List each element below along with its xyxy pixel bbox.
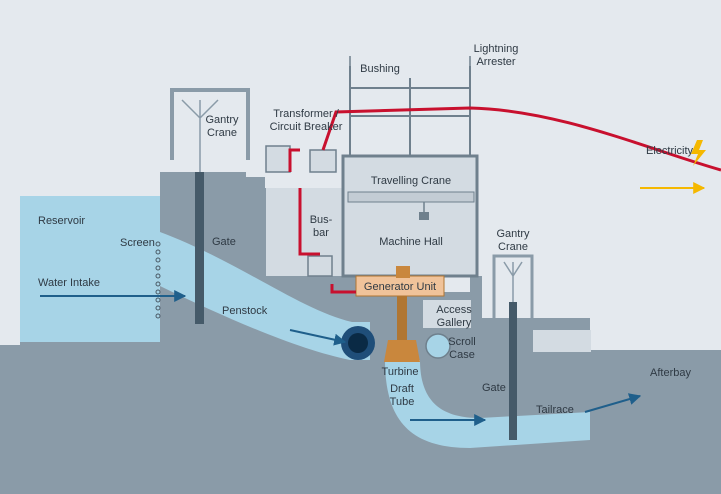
tailrace-chamber: [533, 330, 591, 352]
lightning-arrester: [349, 56, 471, 66]
busbar-transformer: [307, 255, 333, 277]
label-lightning-arrester-2: Arrester: [476, 56, 515, 68]
label-transformer-2: Circuit Breaker: [270, 121, 343, 133]
label-draft-tube-1: Draft: [390, 383, 414, 395]
label-busbar-1: Bus-: [310, 214, 333, 226]
label-busbar-2: bar: [313, 227, 329, 239]
draft-tube: [385, 360, 590, 448]
generator-top: [396, 266, 410, 278]
gate-right: [509, 302, 517, 440]
scroll-case: [425, 333, 451, 359]
gantry-crane-left: [170, 88, 250, 160]
travelling-crane-beam: [347, 191, 475, 203]
label-lightning-arrester-1: Lightning: [474, 43, 519, 55]
label-tailrace: Tailrace: [536, 404, 574, 416]
afterbay-flow-arrow: [584, 393, 642, 413]
label-turbine: Turbine: [382, 366, 419, 378]
label-gantry-crane-right-2: Crane: [498, 241, 528, 253]
label-draft-tube-2: Tube: [390, 396, 415, 408]
label-electricity: Electricity: [646, 145, 694, 157]
lightning-bolt-icon: [691, 140, 706, 166]
label-transformer-1: Transformer /: [273, 108, 340, 120]
power-line: [321, 106, 721, 172]
label-screen: Screen: [120, 237, 155, 249]
label-gantry-crane-left-1: Gantry: [205, 114, 239, 126]
gantry-crane-right: [492, 254, 534, 318]
label-machine-hall: Machine Hall: [379, 236, 443, 248]
label-access-gallery-2: Gallery: [437, 317, 472, 329]
reservoir-water: [20, 196, 160, 342]
label-afterbay: Afterbay: [650, 367, 691, 379]
label-gate-left: Gate: [212, 236, 236, 248]
turbine-shaft: [397, 294, 407, 340]
label-travelling-crane: Travelling Crane: [371, 175, 451, 187]
label-gantry-crane-right-1: Gantry: [496, 228, 530, 240]
access-gallery-room: [423, 300, 471, 328]
intake-screen: [155, 241, 161, 319]
penstock-pipe: [160, 232, 370, 360]
gate-left: [195, 172, 204, 324]
label-reservoir: Reservoir: [38, 215, 85, 227]
label-access-gallery-1: Access: [436, 304, 472, 316]
busbar-line: [288, 148, 356, 294]
crane-hook: [419, 212, 429, 220]
label-generator-unit: Generator Unit: [364, 281, 436, 293]
machine-hall-room: [343, 156, 477, 276]
label-scroll-case-1: Scroll: [448, 336, 476, 348]
label-gantry-crane-left-2: Crane: [207, 127, 237, 139]
label-penstock: Penstock: [222, 305, 268, 317]
label-water-intake: Water Intake: [38, 277, 100, 289]
label-scroll-case-2: Case: [449, 349, 475, 361]
penstock-flow-arrow: [289, 329, 347, 346]
label-bushing: Bushing: [360, 63, 400, 75]
label-gate-right: Gate: [482, 382, 506, 394]
transformer-2: [309, 149, 337, 173]
turbine-runner: [384, 340, 420, 362]
transformer-1: [265, 145, 291, 173]
